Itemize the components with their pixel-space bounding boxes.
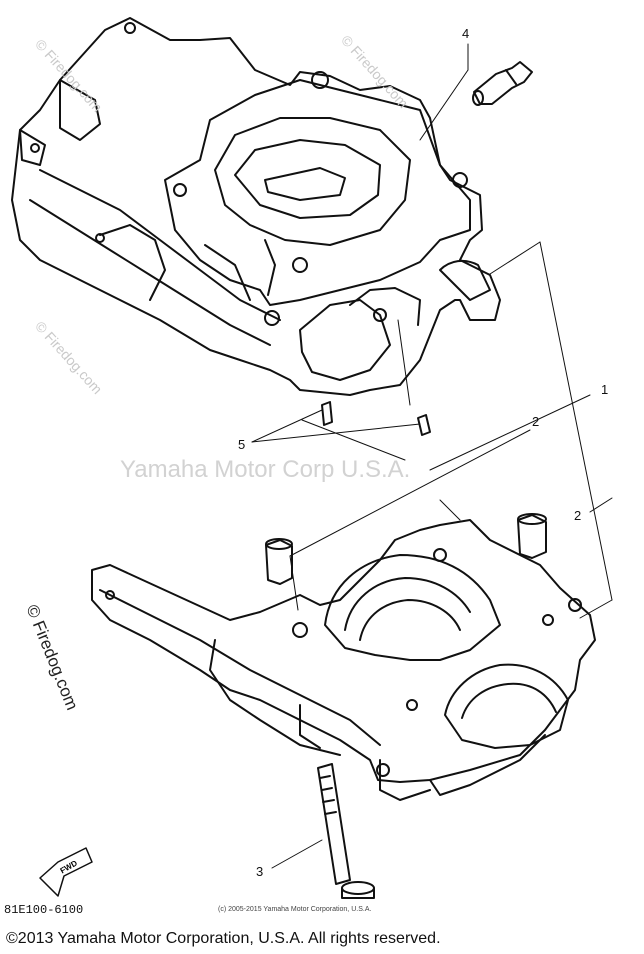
lower-crankcase <box>91 519 596 801</box>
crankcase-bolt <box>317 763 375 899</box>
callout-part-4: 4 <box>462 26 469 41</box>
dowel-pins <box>321 401 431 436</box>
small-copyright: (c) 2005-2015 Yamaha Motor Corporation, … <box>218 906 372 913</box>
knock-pin-left <box>265 538 293 585</box>
knock-pin-right <box>517 513 547 559</box>
callout-part-2a: 2 <box>532 414 539 429</box>
callout-part-5: 5 <box>238 437 245 452</box>
leader-lines <box>251 43 613 869</box>
fwd-arrow-icon <box>39 847 93 897</box>
callout-part-3: 3 <box>256 864 263 879</box>
diagram-part-code: 81E100-6100 <box>4 903 84 917</box>
upper-crankcase <box>11 17 501 396</box>
footer-copyright: ©2013 Yamaha Motor Corporation, U.S.A. A… <box>6 930 441 947</box>
watermark-center: Yamaha Motor Corp U.S.A. <box>120 456 411 483</box>
callout-part-1: 1 <box>601 382 608 397</box>
breather-fitting <box>472 61 533 106</box>
callout-part-2b: 2 <box>574 508 581 523</box>
